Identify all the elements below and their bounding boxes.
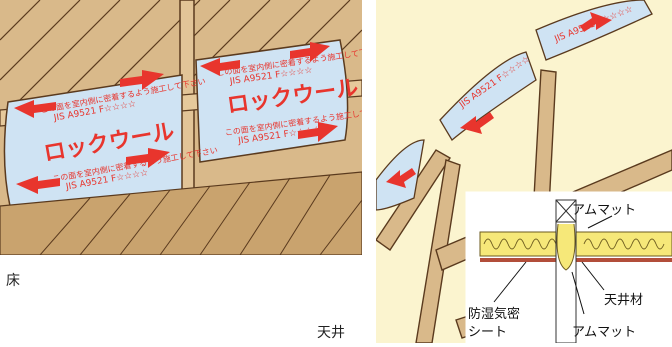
arrow-left-icon <box>200 58 240 76</box>
cross-section-inset: アムマット 防湿気密 シート 天井材 アムマット <box>465 191 672 344</box>
package-arrows <box>14 42 338 194</box>
floor-illustration: この面を室内側に密着するよう施工して下さい JIS A9521 F☆☆☆☆ ロッ… <box>0 0 392 256</box>
floor-scene: この面を室内側に密着するよう施工して下さい JIS A9521 F☆☆☆☆ ロッ… <box>0 0 392 256</box>
stud-section <box>555 199 577 344</box>
arrow-left-icon <box>16 176 60 194</box>
insulation-squiggle <box>483 238 665 250</box>
label-vapor-sheet-1: 防湿気密 <box>468 306 520 322</box>
arrow-right-icon <box>290 42 330 62</box>
arrow-left-icon <box>386 168 416 188</box>
arrow-right-icon <box>120 70 164 90</box>
arrow-left-icon <box>460 112 494 134</box>
wrapped-mat <box>556 223 576 271</box>
floor-board-lines <box>39 174 363 256</box>
ceiling-scene: JIS A9521 F☆☆☆☆ JIS A9521 F☆☆☆☆ <box>375 0 672 344</box>
label-mat-top: アムマット <box>572 203 636 218</box>
label-mat-bottom: アムマット <box>572 325 636 340</box>
label-vapor-sheet-2: シート <box>468 325 507 340</box>
arrow-right-icon <box>580 12 612 32</box>
ceiling-illustration: JIS A9521 F☆☆☆☆ JIS A9521 F☆☆☆☆ <box>375 0 672 344</box>
ceiling-package-3 <box>535 0 653 61</box>
label-ceiling-material: 天井材 <box>604 293 643 308</box>
arrow-right-icon <box>298 122 338 142</box>
ceiling-caption: 天井 <box>317 325 345 341</box>
floor-caption: 床 <box>6 273 20 289</box>
leader-lines <box>493 215 613 315</box>
ceiling-arrows <box>386 12 612 188</box>
arrow-left-icon <box>14 100 56 118</box>
arrow-right-icon <box>126 148 170 168</box>
ceiling-packages <box>375 0 653 211</box>
